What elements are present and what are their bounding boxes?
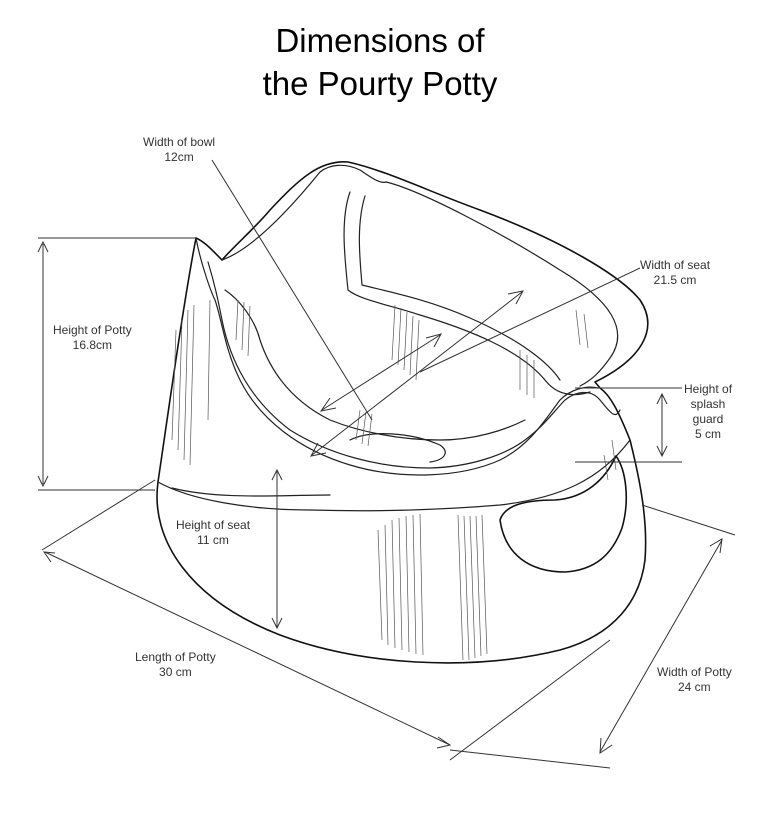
- potty-width-label: Width of Potty 24 cm: [657, 665, 732, 694]
- potty-width-dimension: [449, 504, 736, 769]
- bowl-width-leader: [211, 159, 373, 421]
- potty-body-outline: [156, 161, 649, 664]
- splash-guard-height-label: Height of splash guard 5 cm: [684, 382, 733, 441]
- splash-guard: [564, 391, 621, 415]
- potty-length-label: Length of Potty 30 cm: [135, 650, 216, 679]
- bowl-width-dimension: [319, 333, 442, 412]
- diagram-title-line-2: the Pourty Potty: [262, 65, 498, 102]
- potty-length-dimension: [41, 479, 611, 761]
- seat-width-leader: [419, 267, 641, 373]
- seat-width-label: Width of seat 21.5 cm: [640, 258, 711, 287]
- potty-height-dimension: [37, 237, 196, 491]
- seat-inner-rim: [343, 191, 591, 396]
- shading-hatch: [171, 299, 617, 661]
- splash-guard-dimension: [575, 387, 682, 463]
- seat-height-label: Height of seat 11 cm: [176, 518, 251, 547]
- diagram-title-line-1: Dimensions of: [275, 22, 485, 59]
- potty-height-label: Height of Potty 16.8cm: [53, 323, 132, 352]
- potty-handle-hole: [499, 455, 628, 573]
- seat-width-dimension: [310, 290, 524, 457]
- seat-height-dimension: [271, 468, 283, 630]
- bowl-width-label: Width of bowl 12cm: [143, 135, 216, 164]
